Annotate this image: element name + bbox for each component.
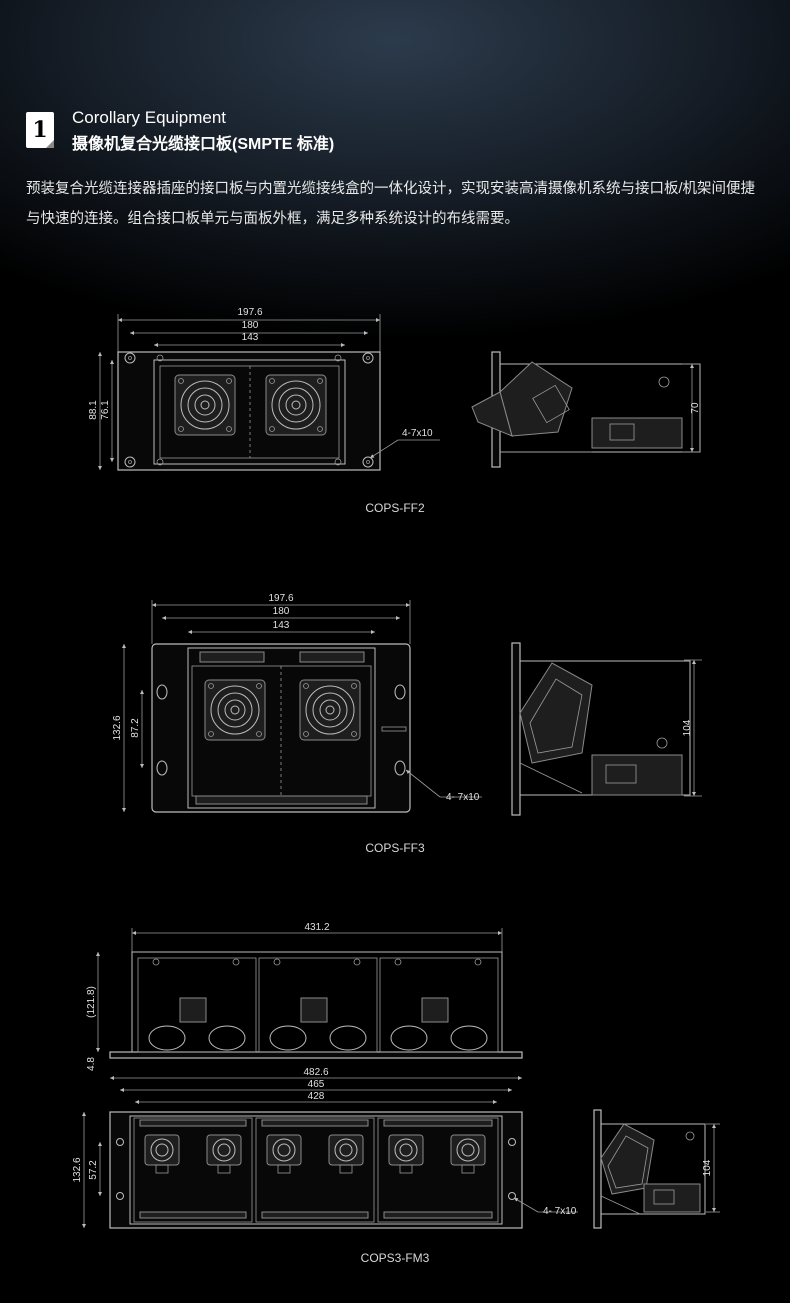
ff2-width-inner: 143 [242,332,259,343]
ff3-depth: 104 [682,719,693,736]
ff3-hole-callout: 4- 7x10 [446,792,480,803]
drawing-cops-ff2: 197.6 180 143 88.1 76.1 4-7x10 [88,307,701,515]
fm3-width-inner: 428 [308,1091,325,1102]
product-description: 预装复合光缆连接器插座的接口板与内置光缆接线盒的一体化设计，实现安装高清摄像机系… [26,181,756,227]
fm3-flange: 4.8 [86,1057,97,1071]
fm3-depth: 104 [702,1159,713,1176]
fm3-height-outer: 132.6 [72,1157,83,1182]
drawing-cops-ff3: 197.6 180 143 132.6 87.2 4- 7x10 [112,593,702,855]
fm3-hole-callout: 4- 7x10 [543,1206,577,1217]
ff2-width-outer: 197.6 [237,307,262,318]
ff3-caption: COPS-FF3 [365,841,425,855]
ff2-width-mid: 180 [242,320,259,331]
fm3-top-width: 431.2 [304,922,329,933]
ff2-height-outer: 88.1 [88,400,99,420]
ff2-caption: COPS-FF2 [365,501,425,515]
ff3-width-mid: 180 [273,606,290,617]
section-title-english: Corollary Equipment [72,108,227,127]
section-number-badge: 1 [26,112,54,148]
drawing-cops3-fm3: 431.2 (121.8) 4.8 482.6 465 428 132.6 [72,922,720,1265]
fm3-width-mid: 465 [308,1079,325,1090]
ff3-width-inner: 143 [273,620,290,631]
ff2-hole-callout: 4-7x10 [402,428,433,439]
ff2-height-inner: 76.1 [100,400,111,420]
fm3-caption: COPS3-FM3 [361,1251,430,1265]
ff3-height-inner: 87.2 [130,718,141,738]
ff2-depth: 70 [690,402,701,414]
ff3-height-outer: 132.6 [112,715,123,740]
section-title-chinese: 摄像机复合光缆接口板(SMPTE 标准) [72,136,335,153]
fm3-top-height: (121.8) [86,986,97,1018]
ff3-width-outer: 197.6 [268,593,293,604]
fm3-width-outer: 482.6 [303,1067,328,1078]
fm3-height-inner: 57.2 [88,1160,99,1180]
